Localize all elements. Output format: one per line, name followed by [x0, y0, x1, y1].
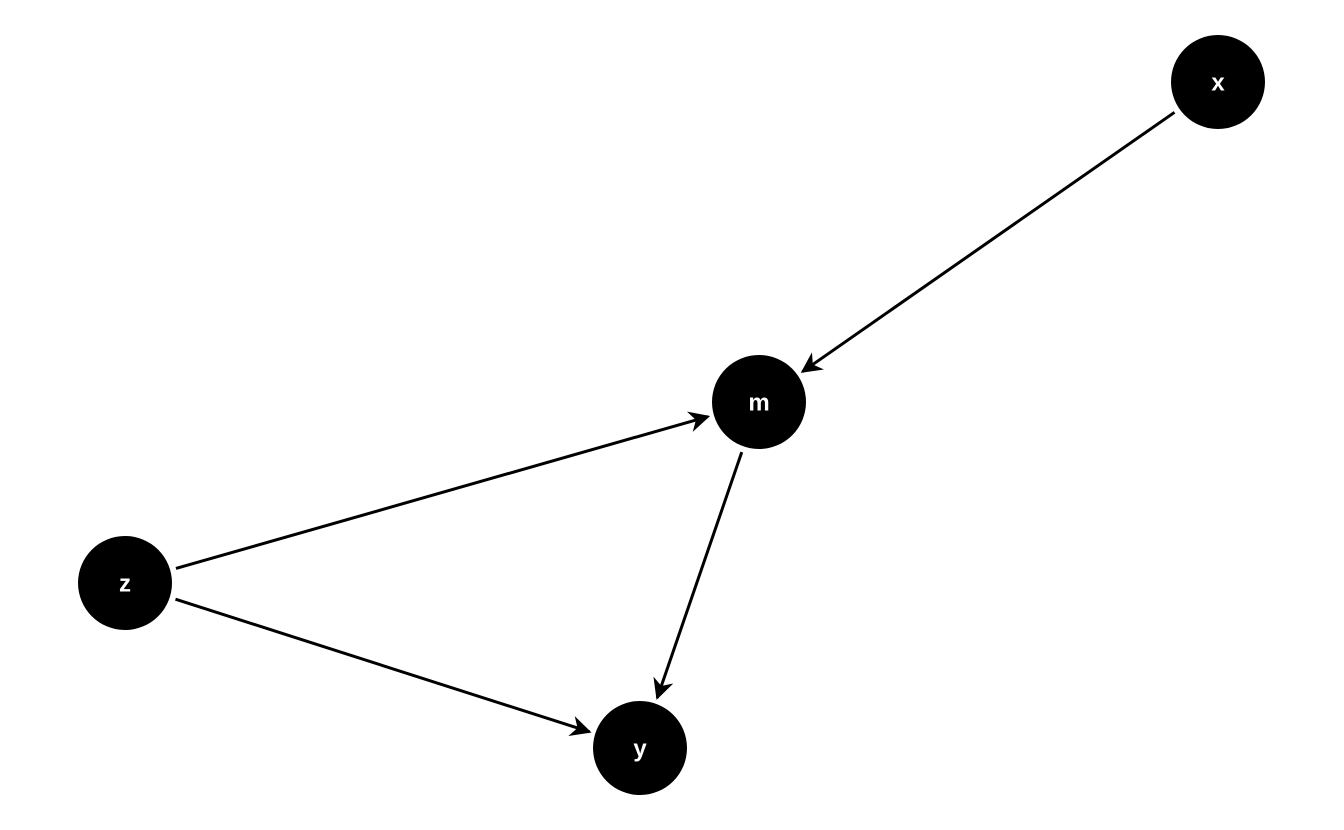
- nodes-layer: x m z y: [78, 35, 1265, 795]
- node-m-label: m: [748, 390, 769, 417]
- node-y-circle: [593, 701, 687, 795]
- edges-layer: [175, 111, 1176, 737]
- node-y: y: [593, 701, 687, 795]
- node-z: z: [78, 536, 172, 630]
- edge-z-to-y: [175, 597, 592, 737]
- node-m-circle: [712, 355, 806, 449]
- node-z-circle: [78, 536, 172, 630]
- node-x-circle: [1171, 35, 1265, 129]
- edge-x-to-m: [800, 111, 1176, 373]
- edge-m-to-y: [653, 451, 744, 700]
- node-x-label: x: [1211, 70, 1225, 97]
- node-y-label: y: [633, 736, 647, 763]
- node-x: x: [1171, 35, 1265, 129]
- node-z-label: z: [119, 571, 131, 598]
- edge-z-to-m: [175, 411, 711, 570]
- node-m: m: [712, 355, 806, 449]
